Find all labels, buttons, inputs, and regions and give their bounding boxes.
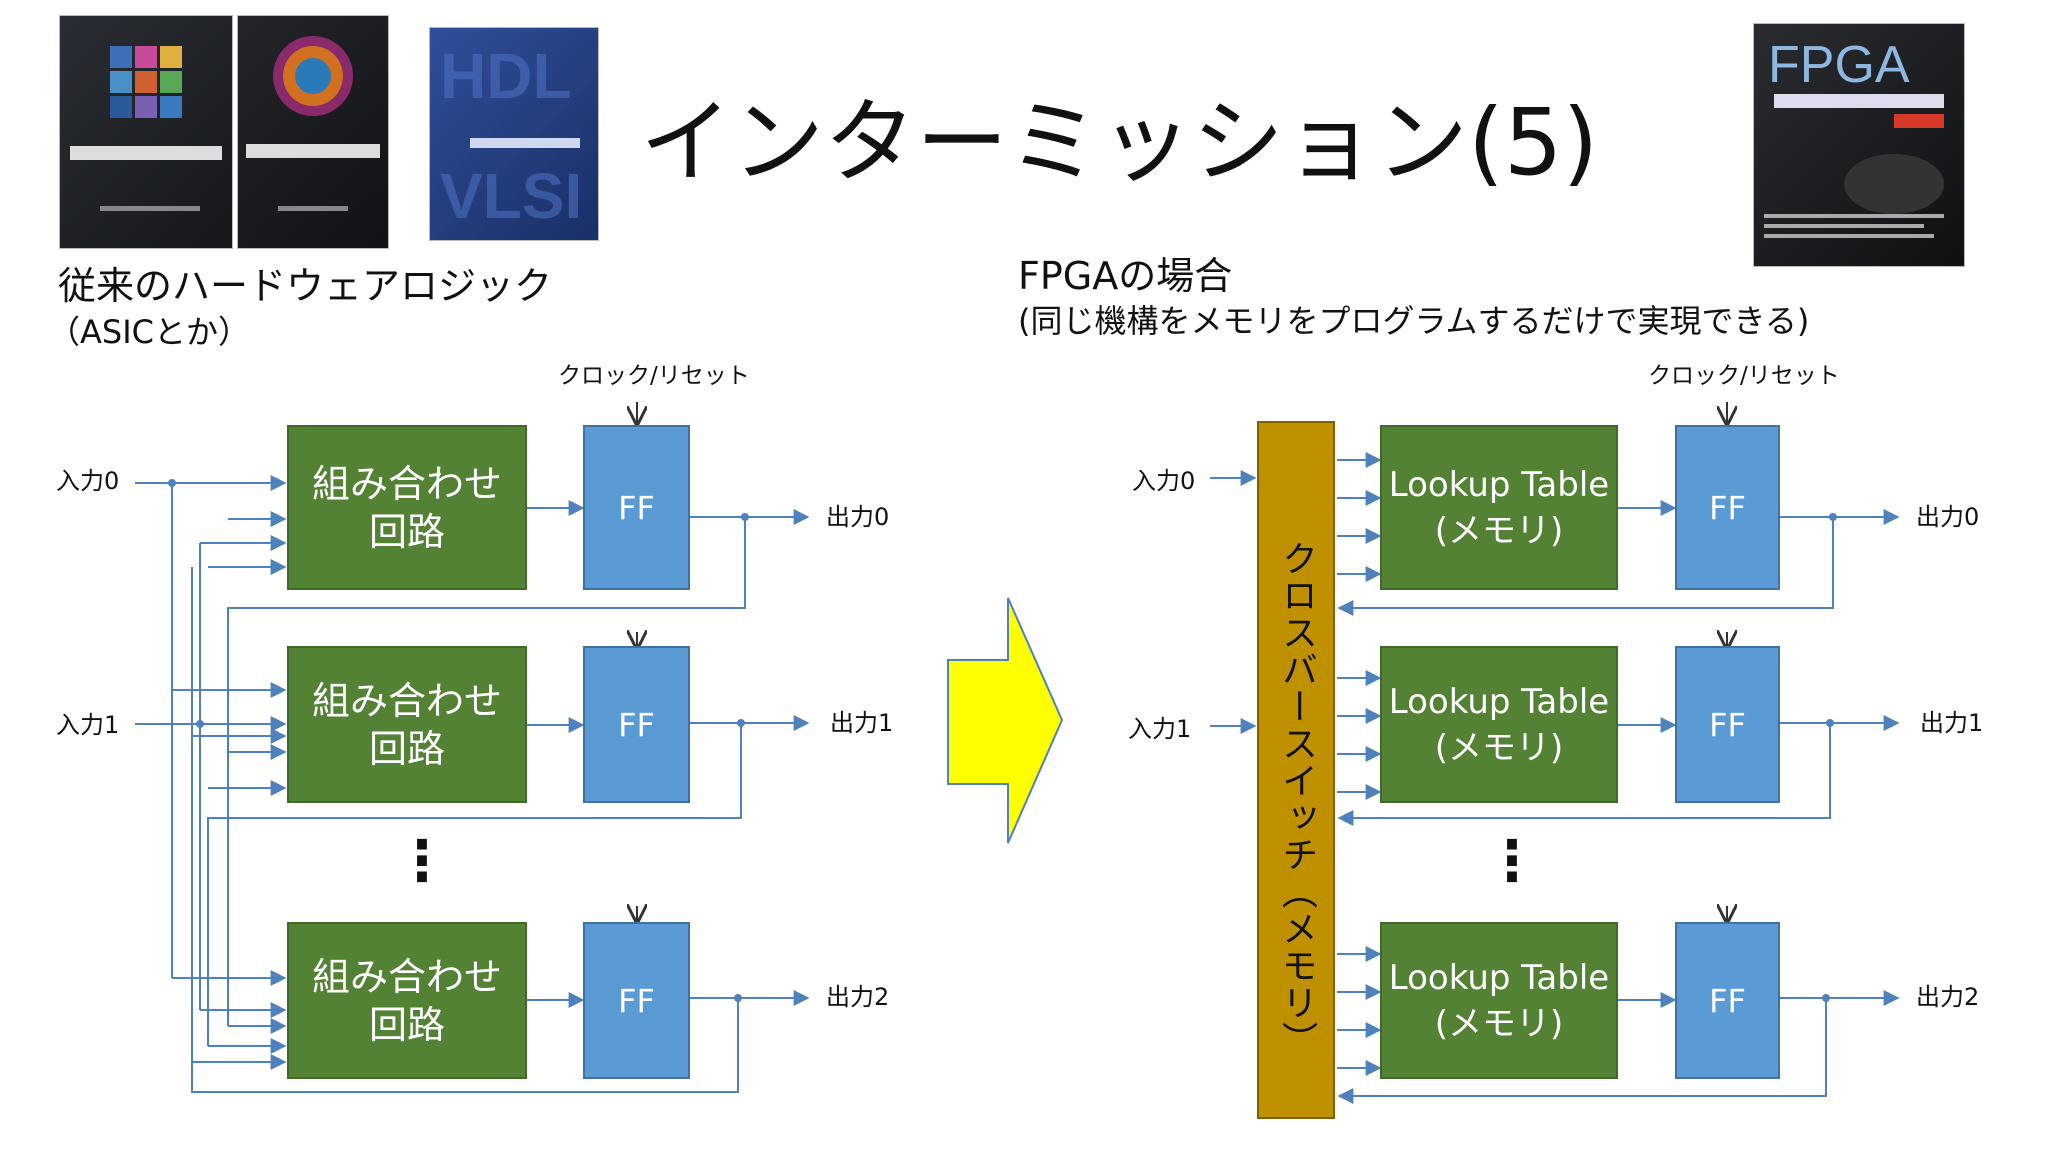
combinational-logic-block: 組み合わせ 回路 [287,646,527,803]
book-cover-digital-system-design [60,16,232,248]
lut-label-line1: Lookup Table [1388,681,1610,722]
book-cover-art [246,36,380,211]
left-output1-label: 出力1 [830,709,894,737]
left-clock-reset-label: クロック/リセット [558,363,750,389]
book-cover-art: HDL VLSI [440,40,582,232]
lut-label-line2: (メモリ) [1434,510,1564,551]
combinational-logic-block: 組み合わせ 回路 [287,922,527,1079]
lookup-table-block: Lookup Table (メモリ) [1380,646,1618,803]
lut-label-line2: (メモリ) [1434,727,1564,768]
flip-flop-block: FF [1675,646,1780,803]
right-clock-reset-label: クロック/リセット [1648,363,1840,389]
left-input1-label: 入力1 [56,711,120,739]
right-heading: FPGAの場合 [1018,254,1233,298]
flip-flop-block: FF [583,646,690,803]
left-input0-label: 入力0 [56,467,120,495]
lut-label-line1: Lookup Table [1388,464,1610,505]
left-subheading: （ASICとか） [48,313,250,351]
lut-label-line1: Lookup Table [1388,957,1610,998]
svg-text:FPGA: FPGA [1768,36,1910,94]
svg-text:HDL: HDL [440,40,572,112]
logic-label-line1: 組み合わせ [311,954,502,999]
flip-flop-block: FF [1675,922,1780,1079]
logic-label-line1: 組み合わせ [311,461,502,506]
right-input0-label: 入力0 [1132,467,1196,495]
book-cover-hdl-vlsi-design: HDL VLSI [430,28,598,240]
lookup-table-block: Lookup Table (メモリ) [1380,425,1618,590]
crossbar-switch-label: クロスバースイッチ（メモリ） [1276,540,1317,1058]
lut-label-line2: (メモリ) [1434,1003,1564,1044]
logic-label-line1: 組み合わせ [311,678,502,723]
book-cover-fpga-programming: FPGA [1754,24,1964,266]
logic-label-line2: 回路 [368,509,445,554]
right-subheading: (同じ機構をメモリをプログラムするだけで実現できる) [1018,302,1810,340]
logic-label-line2: 回路 [368,1002,445,1047]
book-cover-art: FPGA [1764,36,1944,238]
right-ellipsis: ⋮ [1484,829,1540,894]
flip-flop-block: FF [1675,425,1780,590]
right-output1-label: 出力1 [1920,709,1984,737]
right-output2-label: 出力2 [1916,983,1980,1011]
svg-text:VLSI: VLSI [440,160,582,232]
crossbar-switch [1257,421,1335,1119]
flip-flop-block: FF [583,922,690,1079]
left-output2-label: 出力2 [826,983,890,1011]
right-input1-label: 入力1 [1128,715,1192,743]
lookup-table-block: Lookup Table (メモリ) [1380,922,1618,1079]
book-cover-asic-logic-design [238,16,388,248]
book-cover-art [70,46,222,211]
left-ellipsis: ⋮ [394,829,450,894]
combinational-logic-block: 組み合わせ 回路 [287,425,527,590]
flip-flop-block: FF [583,425,690,590]
left-heading: 従来のハードウェアロジック [58,264,553,308]
right-output0-label: 出力0 [1916,503,1980,531]
transition-arrow-icon [947,597,1064,844]
logic-label-line2: 回路 [368,726,445,771]
slide-title: インターミッション(5) [640,89,1599,196]
left-output0-label: 出力0 [826,503,890,531]
